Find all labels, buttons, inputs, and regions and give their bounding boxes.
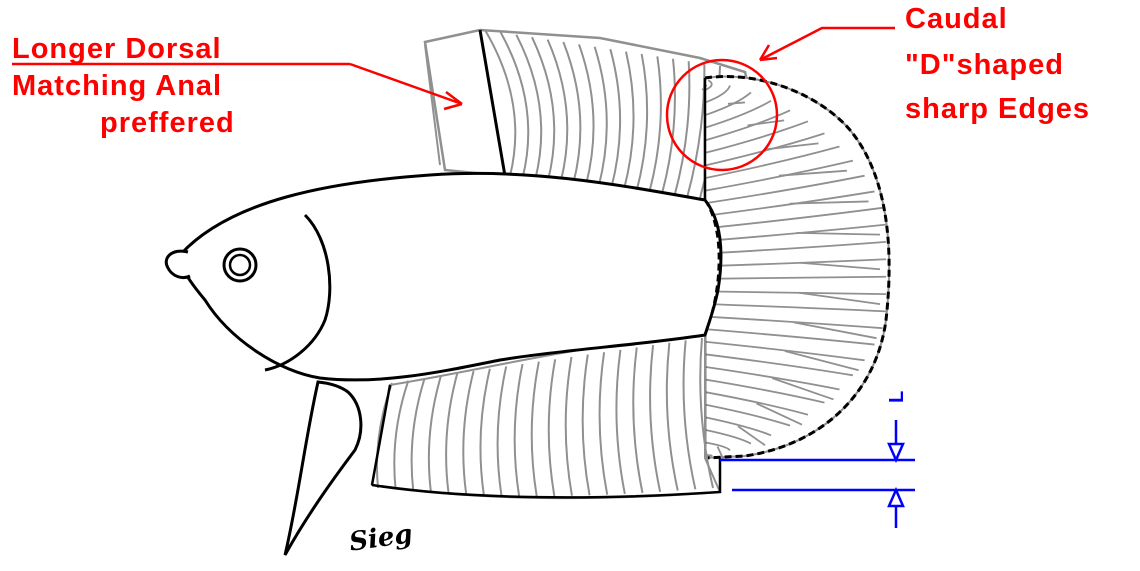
dorsal-note-line-3: preffered: [100, 107, 235, 139]
caudal-arrow: [760, 28, 895, 60]
artist-signature: Sieg: [347, 519, 414, 558]
dorsal-annotation: Longer Dorsal Matching Anal preffered: [12, 33, 462, 139]
dimension-label: L: [886, 391, 908, 403]
caudal-note-line-3: sharp Edges: [905, 93, 1090, 125]
dimension-arrow-lower: [889, 490, 903, 506]
mouth: [166, 251, 190, 277]
dorsal-note-line-2: Matching Anal: [12, 70, 222, 102]
eye-inner: [230, 255, 250, 275]
dorsal-note-line-1: Longer Dorsal: [12, 33, 222, 65]
caudal-fin: [702, 77, 889, 461]
dimension-arrow-upper: [889, 444, 903, 460]
caudal-note-line-1: Caudal: [905, 3, 1008, 35]
caudal-note-line-2: "D"shaped: [905, 49, 1064, 81]
